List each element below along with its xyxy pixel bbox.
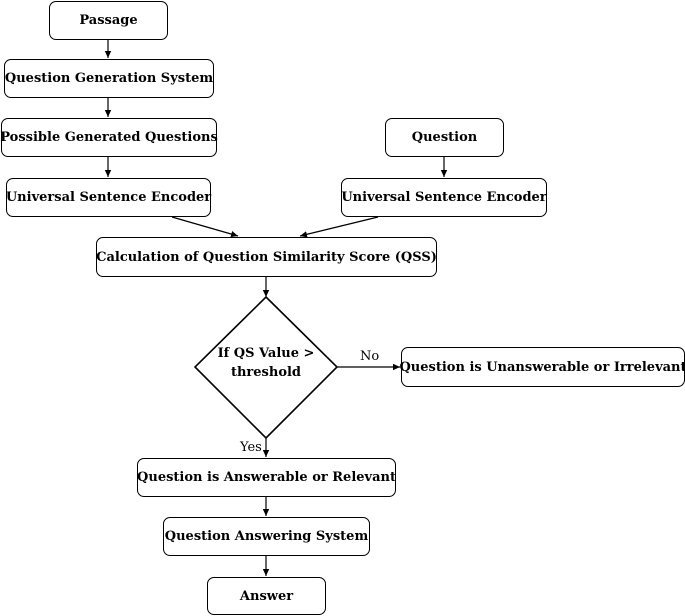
unanswerable-irrelevant-node: Question is Unanswerable or Irrelevant bbox=[399, 347, 685, 387]
arrow-encoder-left-to-qss bbox=[171, 216, 239, 238]
question-node: Question bbox=[385, 118, 504, 157]
decision-label-line2: threshold bbox=[230, 365, 302, 380]
question-answering-system-node: Question Answering System bbox=[163, 517, 370, 556]
question-generation-system-node: Question Generation System bbox=[4, 59, 214, 98]
decision-label-line1: If QS Value > bbox=[217, 346, 315, 361]
universal-sentence-encoder-right-node: Universal Sentence Encoder bbox=[341, 178, 547, 217]
answerable-relevant-node: Question is Answerable or Relevant bbox=[137, 458, 396, 497]
decision-label: If QS Value > threshold bbox=[204, 344, 328, 382]
answer-node: Answer bbox=[207, 577, 326, 615]
arrow-encoder-right-to-qss bbox=[299, 216, 379, 238]
question-similarity-score-node: Calculation of Question Similarity Score… bbox=[96, 237, 437, 277]
possible-generated-questions-node: Possible Generated Questions bbox=[0, 118, 218, 157]
universal-sentence-encoder-left-node: Universal Sentence Encoder bbox=[6, 178, 211, 217]
passage-node: Passage bbox=[49, 1, 168, 40]
yes-label: Yes bbox=[240, 440, 262, 455]
no-label: No bbox=[360, 349, 380, 364]
